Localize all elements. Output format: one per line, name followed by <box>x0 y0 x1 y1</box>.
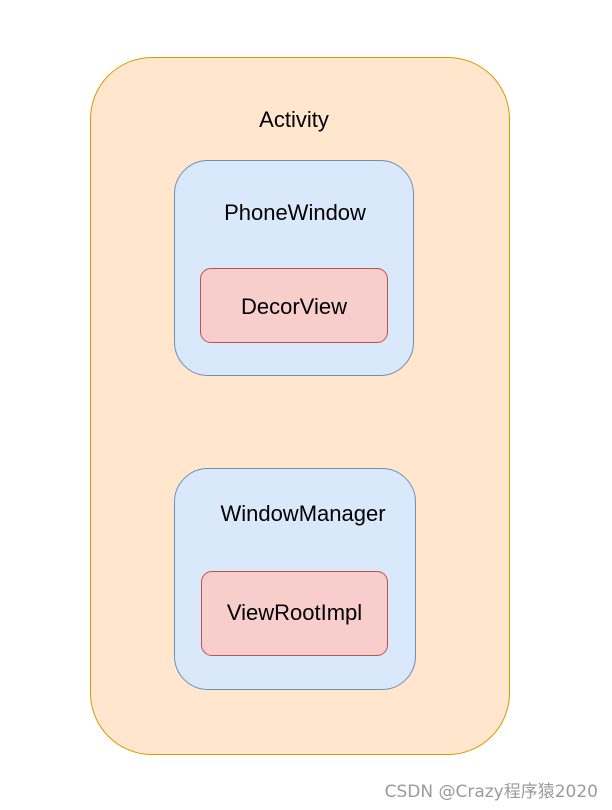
phonewindow-label: PhoneWindow <box>224 200 366 225</box>
viewrootimpl-node <box>201 571 388 656</box>
activity-label: Activity <box>259 107 329 132</box>
decorview-node <box>200 268 388 343</box>
decorview-label: DecorView <box>241 294 347 319</box>
windowmanager-label: WindowManager <box>220 501 386 526</box>
watermark: CSDN @Crazy程序猿2020 <box>384 782 598 802</box>
viewrootimpl-label: ViewRootImpl <box>226 600 363 625</box>
